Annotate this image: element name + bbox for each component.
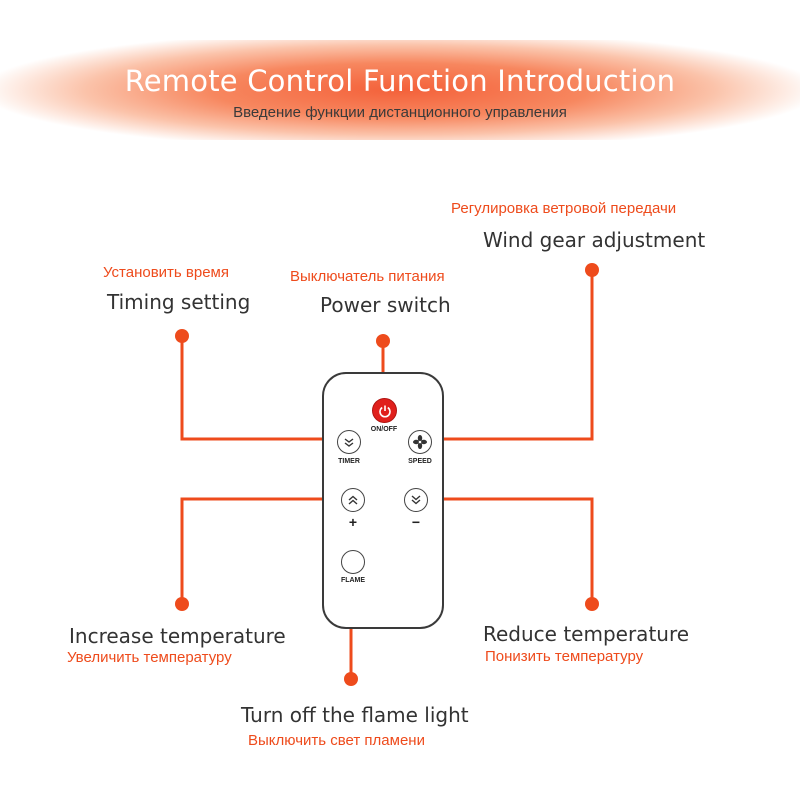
flame-label-ru: Выключить свет пламени — [248, 732, 425, 749]
wind-dot — [585, 263, 599, 277]
wind-connector — [433, 270, 594, 441]
increase-label-en: Increase temperature — [69, 624, 286, 648]
timer-icon — [344, 438, 354, 447]
page-title: Remote Control Function Introduction — [124, 64, 676, 98]
fan-icon — [413, 435, 427, 449]
timing-dot — [175, 329, 189, 343]
increase-label-ru: Увеличить температуру — [67, 649, 232, 666]
speed-label: SPEED — [408, 458, 432, 465]
reduce-dot — [585, 597, 599, 611]
flame-dot — [344, 672, 358, 686]
flame-button[interactable] — [341, 550, 365, 574]
header-banner — [0, 40, 800, 140]
double-chevron-down-icon — [411, 495, 421, 505]
reduce-label-en: Reduce temperature — [483, 622, 690, 646]
power-label-ru: Выключатель питания — [290, 268, 445, 285]
timing-connector — [180, 336, 333, 441]
timer-label: TIMER — [338, 458, 360, 465]
timing-label-en: Timing setting — [107, 290, 251, 314]
wind-label-en: Wind gear adjustment — [483, 228, 706, 252]
reduce-label-ru: Понизить температуру — [485, 648, 644, 665]
increase-button[interactable] — [341, 488, 365, 512]
wind-label-ru: Регулировка ветровой передачи — [451, 200, 677, 217]
timer-button[interactable] — [337, 430, 361, 454]
flame-label: FLAME — [340, 577, 366, 584]
power-dot — [376, 334, 390, 348]
double-chevron-up-icon — [348, 495, 358, 505]
increase-dot — [175, 597, 189, 611]
flame-label-en: Turn off the flame light — [241, 703, 469, 727]
power-button[interactable] — [372, 398, 397, 423]
onoff-label: ON/OFF — [370, 426, 398, 433]
timing-label-ru: Установить время — [103, 264, 229, 281]
power-label-en: Power switch — [320, 293, 451, 317]
remote-control: ON/OFF TIMER SPEED + — [322, 372, 444, 629]
minus-label: − — [411, 514, 421, 530]
speed-button[interactable] — [408, 430, 432, 454]
plus-label: + — [348, 514, 358, 530]
power-icon — [378, 405, 391, 418]
page-subtitle: Введение функции дистанционного управлен… — [233, 104, 567, 121]
decrease-button[interactable] — [404, 488, 428, 512]
reduce-connector — [425, 497, 594, 604]
increase-connector — [180, 497, 342, 604]
